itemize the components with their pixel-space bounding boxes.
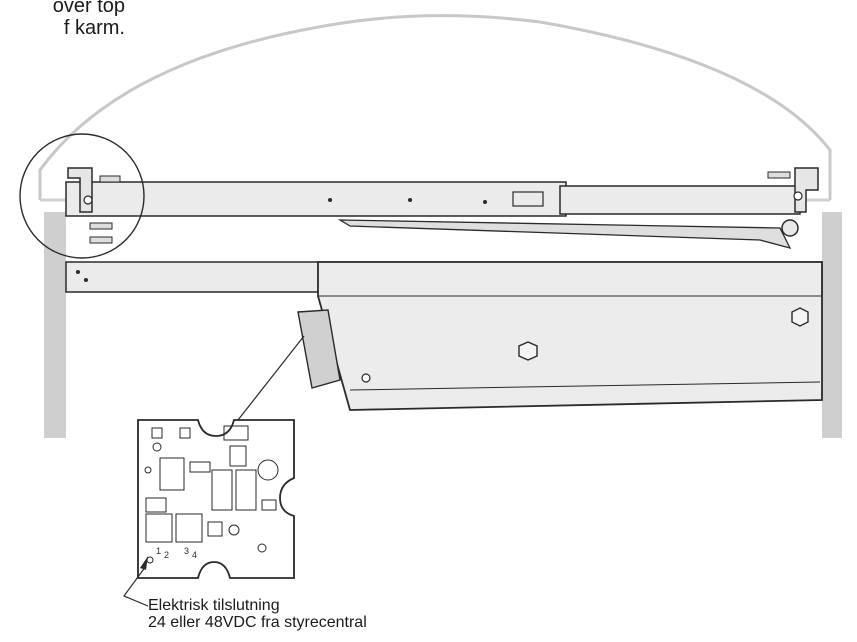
housing-nut bbox=[518, 341, 538, 361]
rail-hole bbox=[408, 198, 412, 202]
caption: Elektrisk tilslutning 24 eller 48VDC fra… bbox=[148, 597, 367, 631]
circuit-board bbox=[137, 419, 295, 579]
top-note-line2: f karm. bbox=[63, 17, 125, 39]
caption-line2: 24 eller 48VDC fra styrecentral bbox=[148, 614, 367, 631]
bracket-right-bolt bbox=[793, 191, 803, 201]
dome-outline bbox=[38, 14, 832, 200]
board-label-3: 3 bbox=[184, 546, 189, 556]
top-note: over top f karm. bbox=[53, 0, 125, 39]
arm-pivot bbox=[781, 219, 799, 237]
bracket-left-screw bbox=[89, 222, 113, 230]
housing-edge bbox=[349, 381, 821, 391]
connector-block bbox=[297, 309, 341, 389]
rail-hole bbox=[84, 278, 88, 282]
bracket-left-screw bbox=[99, 175, 121, 183]
board-components bbox=[144, 425, 279, 564]
board-label-4: 4 bbox=[192, 550, 197, 560]
upper-rail bbox=[65, 181, 567, 217]
frame-post-left bbox=[44, 212, 66, 438]
bracket-right-screw bbox=[767, 171, 791, 179]
housing-screw bbox=[361, 373, 371, 383]
rail-hole bbox=[483, 200, 487, 204]
leader-line bbox=[237, 335, 305, 421]
frame-post-right bbox=[822, 212, 842, 438]
bracket-right bbox=[794, 167, 819, 213]
rail-hole bbox=[328, 198, 332, 202]
board-label-2: 2 bbox=[164, 550, 169, 560]
actuator-arm bbox=[337, 219, 792, 249]
detail-circle bbox=[19, 133, 145, 259]
rail-slot bbox=[512, 191, 544, 207]
caption-line1: Elektrisk tilslutning bbox=[148, 597, 280, 614]
rail-hole bbox=[76, 270, 80, 274]
housing-nut bbox=[791, 307, 809, 327]
upper-rail-extension bbox=[559, 185, 801, 215]
top-note-line1: over top bbox=[52, 0, 125, 17]
board-label-1: 1 bbox=[156, 546, 161, 556]
caption-leader bbox=[123, 565, 149, 607]
bracket-left-screw bbox=[89, 236, 113, 244]
bracket-left-bolt bbox=[83, 195, 93, 205]
motor-housing bbox=[317, 261, 823, 411]
